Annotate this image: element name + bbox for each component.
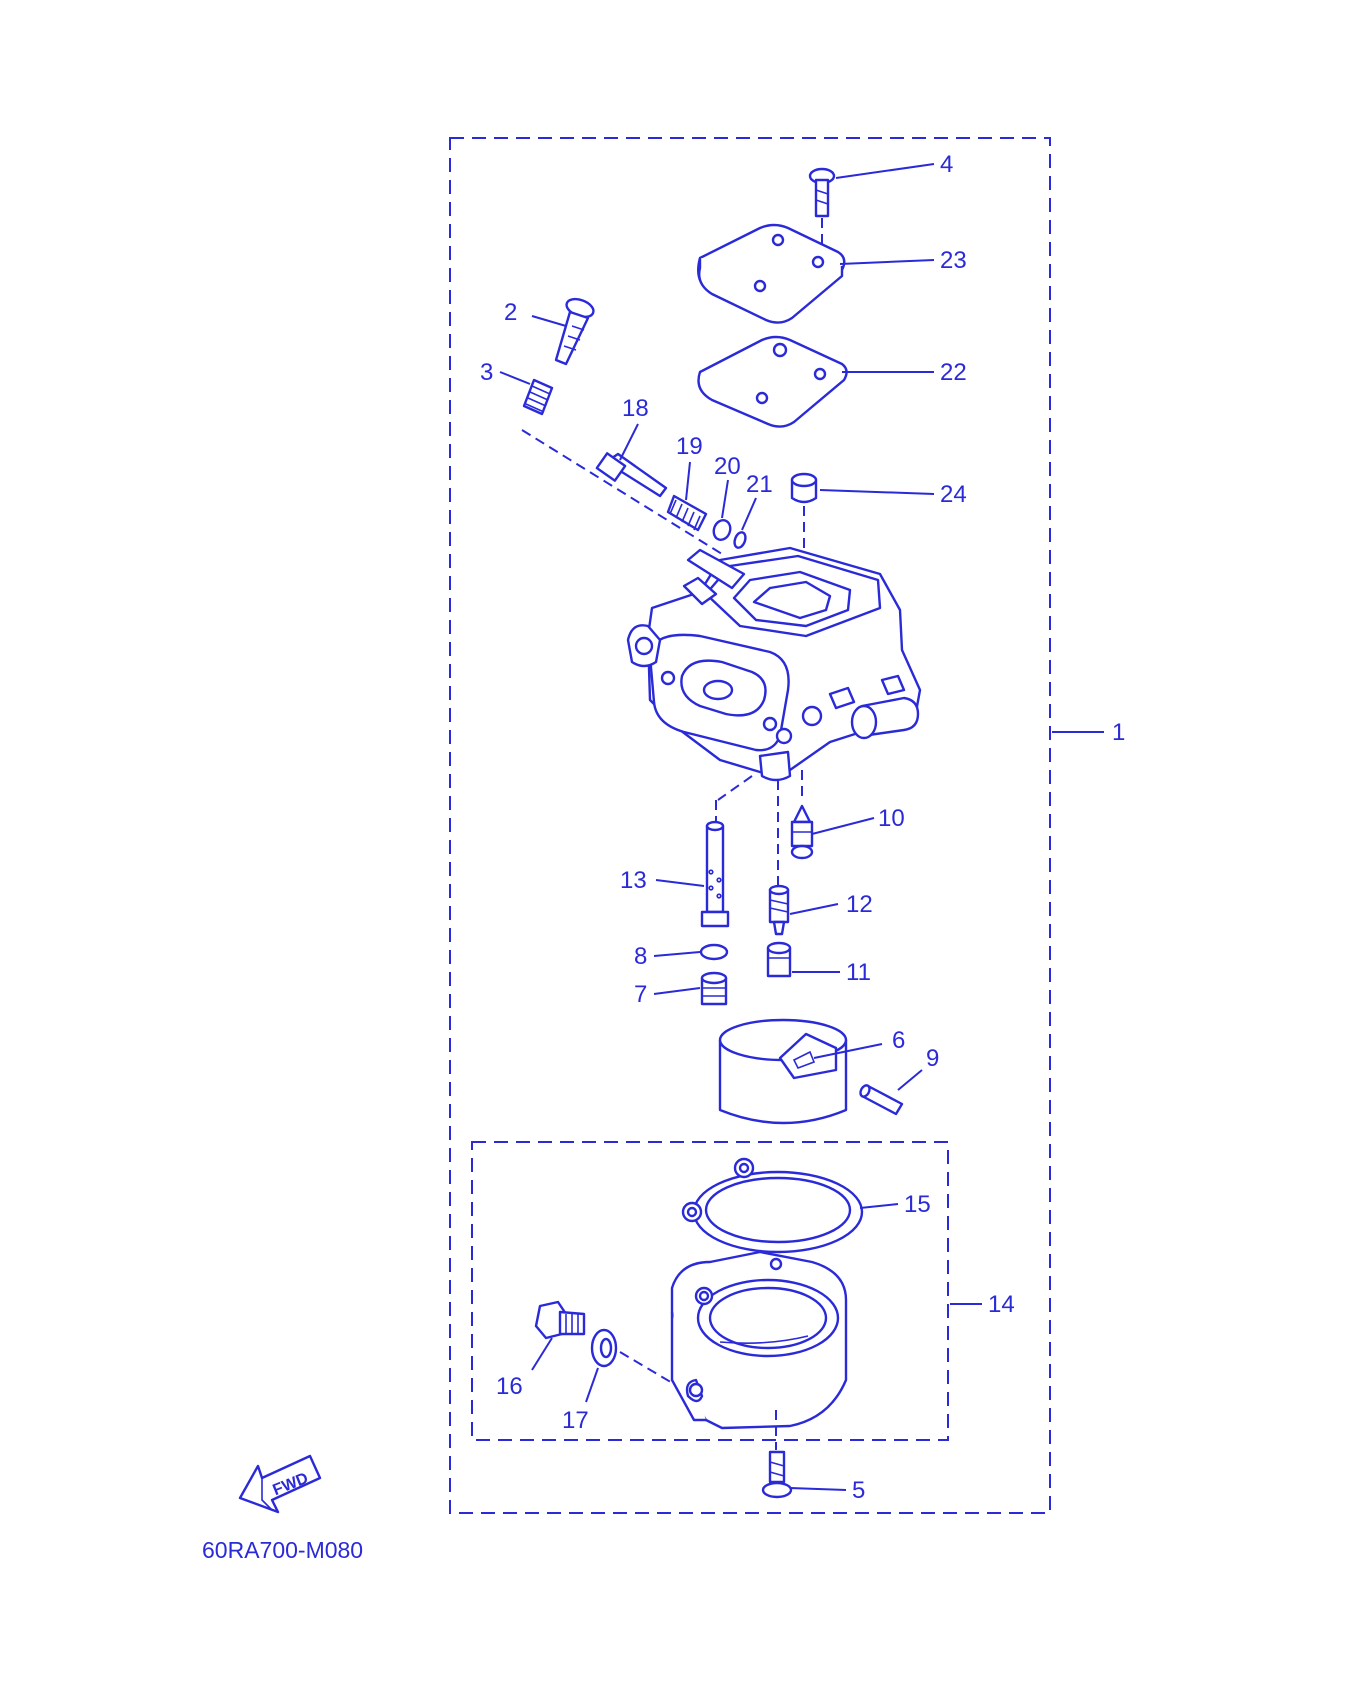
callout-24: 24	[940, 481, 967, 508]
part-12-pilot-jet	[768, 884, 790, 936]
callout-2: 2	[504, 299, 517, 326]
part-19-spring	[666, 494, 708, 532]
callout-14: 14	[988, 1291, 1015, 1318]
part-13-main-nozzle	[700, 820, 730, 928]
part-5-screw	[761, 1450, 793, 1499]
callout-19: 19	[676, 433, 703, 460]
subassembly-boundary-14	[471, 1141, 949, 1441]
assembly-boundary-1	[449, 137, 1051, 1514]
part-15-gasket	[681, 1157, 864, 1254]
part-8-o-ring	[699, 943, 729, 961]
axis-16-17	[619, 1351, 675, 1385]
callout-16: 16	[496, 1373, 523, 1400]
callout-22: 22	[940, 359, 967, 386]
part-6-float	[718, 1018, 848, 1125]
callout-10: 10	[878, 805, 905, 832]
callout-13: 13	[620, 867, 647, 894]
part-2-screw	[554, 297, 595, 366]
part-21-o-ring	[733, 531, 747, 549]
callout-8: 8	[634, 943, 647, 970]
callout-15: 15	[904, 1191, 931, 1218]
callout-6: 6	[892, 1027, 905, 1054]
fwd-arrow-icon: FWD	[238, 1454, 322, 1514]
callout-9: 9	[926, 1045, 939, 1072]
part-16-drain-screw	[534, 1300, 586, 1340]
part-22-gasket	[697, 335, 848, 428]
axis-2-3	[521, 429, 723, 555]
part-17-washer	[590, 1328, 618, 1368]
callout-23: 23	[940, 247, 967, 274]
part-10-needle-valve	[790, 804, 814, 860]
callout-12: 12	[846, 891, 873, 918]
callout-20: 20	[714, 453, 741, 480]
part-24-plug	[790, 472, 818, 570]
part-18-pilot-screw	[595, 452, 668, 498]
part-23-cover-plate	[697, 223, 846, 324]
part-20-washer	[712, 519, 732, 541]
part-7-plug	[700, 971, 728, 1006]
part-9-pin	[859, 1084, 904, 1116]
callout-21: 21	[746, 471, 773, 498]
callout-5: 5	[852, 1477, 865, 1504]
part-11-main-jet	[766, 941, 792, 978]
carburetor-body	[626, 546, 922, 782]
callout-1: 1	[1112, 719, 1125, 746]
callout-4: 4	[940, 151, 953, 178]
callout-7: 7	[634, 981, 647, 1008]
axis-13	[717, 775, 753, 801]
callout-11: 11	[846, 959, 871, 986]
part-3-spring	[522, 378, 554, 416]
callout-3: 3	[480, 359, 493, 386]
leader-lines	[499, 163, 1104, 1491]
drawing-code: 60RA700-M080	[202, 1537, 363, 1563]
callout-18: 18	[622, 395, 649, 422]
callout-17: 17	[562, 1407, 589, 1434]
callout-numbers: 4 23 22 2 3 18 19 20 21 24 1 10 13 12 8 …	[480, 151, 1125, 1504]
part-14-float-chamber	[670, 1250, 848, 1450]
